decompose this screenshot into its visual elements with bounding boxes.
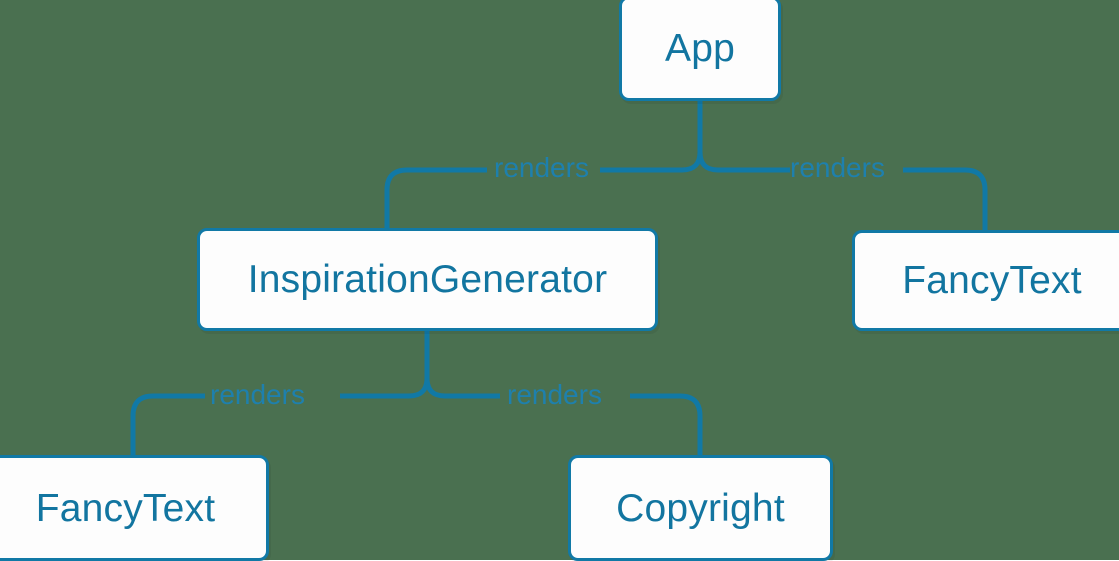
node-copyright[interactable]: Copyright — [568, 455, 833, 561]
node-inspiration-generator-label: InspirationGenerator — [247, 258, 608, 301]
node-inspiration-generator[interactable]: InspirationGenerator — [197, 228, 658, 331]
edge-label-app-to-inspiration-generator: renders — [494, 152, 589, 183]
edge-label-inspiration-generator-to-fancytext: renders — [210, 379, 305, 410]
edge-label-app-to-fancytext: renders — [790, 152, 885, 183]
edge-inspiration-fork-right — [424, 377, 500, 399]
node-fancytext-right-label: FancyText — [902, 259, 1082, 302]
edge-label-inspiration-generator-to-copyright: renders — [507, 379, 602, 410]
node-fancytext-right[interactable]: FancyText — [852, 230, 1119, 331]
node-fancytext-left-label: FancyText — [35, 486, 216, 530]
edge-inspiration-to-copyright — [630, 393, 703, 456]
edge-app-fork-left — [600, 151, 703, 173]
edge-app-fork-right — [697, 151, 790, 173]
edge-inspiration-to-fancytext — [130, 393, 205, 456]
node-copyright-label: Copyright — [616, 486, 785, 530]
node-fancytext-left[interactable]: FancyText — [0, 455, 269, 561]
node-app-label: App — [665, 27, 735, 70]
edge-app-to-inspiration — [384, 167, 487, 228]
node-app[interactable]: App — [619, 0, 781, 101]
edge-inspiration-fork-left — [340, 377, 430, 399]
edge-app-to-fancytext — [903, 167, 988, 231]
